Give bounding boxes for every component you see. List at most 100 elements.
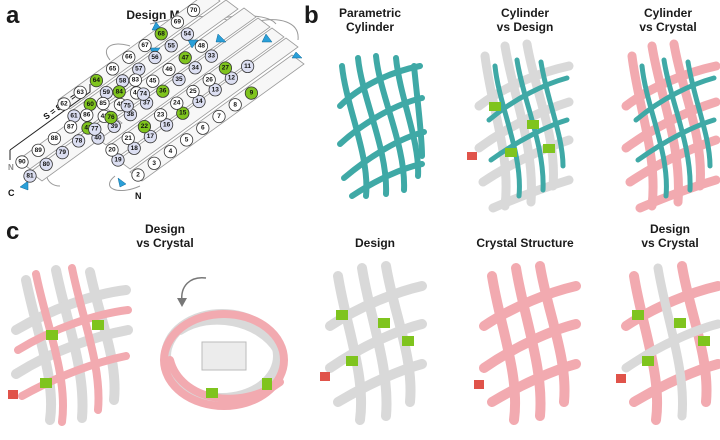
glycine-patch <box>402 336 414 346</box>
map-arrows <box>19 21 303 191</box>
residue-label: 67 <box>141 42 149 49</box>
glycine-patches <box>40 320 104 388</box>
residue-label: 36 <box>159 88 167 95</box>
terminus-marker <box>320 372 330 381</box>
glycine-patch <box>92 320 104 330</box>
residue-label: 61 <box>70 113 78 120</box>
crystal-ribbon <box>68 264 103 414</box>
residue-label: 17 <box>147 133 155 140</box>
crystal-ribbon <box>677 261 712 407</box>
residue-label: 16 <box>163 121 171 128</box>
crystal-ribbon <box>14 306 132 354</box>
title-line: Parametric <box>338 6 402 20</box>
residue-node <box>128 73 142 87</box>
residue-label: 58 <box>119 77 127 84</box>
residue-label: 20 <box>108 147 116 154</box>
residue-label: 44 <box>133 89 141 96</box>
glycine-patches <box>206 378 272 398</box>
residue-label: 48 <box>198 43 206 50</box>
residue-label: 76 <box>107 114 115 121</box>
crystal-ribbons <box>479 261 581 425</box>
residue-node <box>188 61 202 75</box>
design-ribbon <box>381 261 416 407</box>
teal-strand <box>488 117 570 163</box>
residue-node <box>73 85 87 99</box>
residue-label: 24 <box>173 100 181 107</box>
panel-letter-b: b <box>304 2 319 29</box>
residue-node <box>170 15 184 29</box>
title-line: vs Design <box>496 20 554 34</box>
cylinder-vs-crystal <box>621 39 720 213</box>
residue-label: 27 <box>222 65 230 72</box>
crystal-ribbon <box>479 281 581 331</box>
residue-node <box>228 98 242 112</box>
residue-nodes: 2345678919181716151413121120212223242526… <box>15 3 258 183</box>
residue-node <box>55 146 70 160</box>
residue-label: 83 <box>132 77 140 84</box>
panel-letter-a: a <box>6 2 20 29</box>
residue-node <box>178 51 192 65</box>
terminus-n-left: N <box>8 163 14 172</box>
residue-label: 63 <box>77 89 85 96</box>
residue-label: 35 <box>175 76 183 83</box>
residue-label: 88 <box>51 135 59 142</box>
residue-node <box>106 62 120 76</box>
terminus-marker <box>467 152 477 160</box>
teal-strand <box>633 75 717 123</box>
residue-label: 79 <box>59 149 67 156</box>
residue-label: 43 <box>117 101 125 108</box>
crystal-ribbon <box>160 310 288 410</box>
residue-label: 74 <box>140 91 148 98</box>
panel-c-title-3: Crystal Structure <box>476 236 574 250</box>
terminus-c: C <box>8 188 15 198</box>
residue-label: 33 <box>208 53 216 60</box>
teal-strand <box>337 63 423 109</box>
residue-node <box>154 108 168 122</box>
map-loop <box>108 175 141 191</box>
residue-node <box>208 83 222 97</box>
residue-label: 59 <box>103 89 111 96</box>
residue-label: 60 <box>87 101 95 108</box>
teal-strand <box>349 161 425 199</box>
shear-bracket <box>9 84 91 160</box>
residue-node <box>224 71 238 85</box>
crystal-ribbon <box>487 359 581 407</box>
glycine-patches <box>336 310 414 366</box>
residue-label: 34 <box>192 64 200 71</box>
glycine-patch <box>40 378 52 388</box>
design-vs-crystal-side <box>8 264 133 426</box>
residue-label: 18 <box>131 145 139 152</box>
residue-label: 5 <box>185 136 189 143</box>
residue-label: 75 <box>124 102 132 109</box>
title-line: vs Crystal <box>136 236 194 250</box>
residue-label: 14 <box>195 98 203 105</box>
terminus-marker <box>474 380 484 389</box>
residue-node <box>156 84 170 98</box>
residue-label: 6 <box>201 125 205 132</box>
residue-label: 39 <box>111 123 119 130</box>
residue-node <box>15 155 29 169</box>
design-ribbons <box>11 265 133 425</box>
residue-label: 8 <box>233 101 237 108</box>
residue-node <box>187 3 201 17</box>
design-ribbons <box>621 263 720 421</box>
design-vs-crystal-top <box>160 309 288 410</box>
residue-node <box>202 73 216 87</box>
residue-label: 65 <box>109 65 117 72</box>
glycine-patch <box>543 144 555 153</box>
residue-node <box>127 141 141 155</box>
arrow-marker <box>117 177 127 188</box>
crystal-ribbons <box>14 264 132 426</box>
crystal-structure <box>474 261 581 425</box>
title-line: Cylinder <box>345 20 394 34</box>
residue-node <box>147 156 161 170</box>
teal-strands <box>633 57 717 199</box>
design-structure <box>320 261 427 425</box>
design-ribbon <box>11 325 133 379</box>
teal-strand <box>486 75 570 123</box>
residue-node <box>111 153 125 167</box>
terminus-n: N <box>135 191 142 201</box>
teal-strand <box>639 63 669 199</box>
arrow-marker <box>19 180 29 191</box>
design-vs-crystal-front <box>616 261 720 425</box>
